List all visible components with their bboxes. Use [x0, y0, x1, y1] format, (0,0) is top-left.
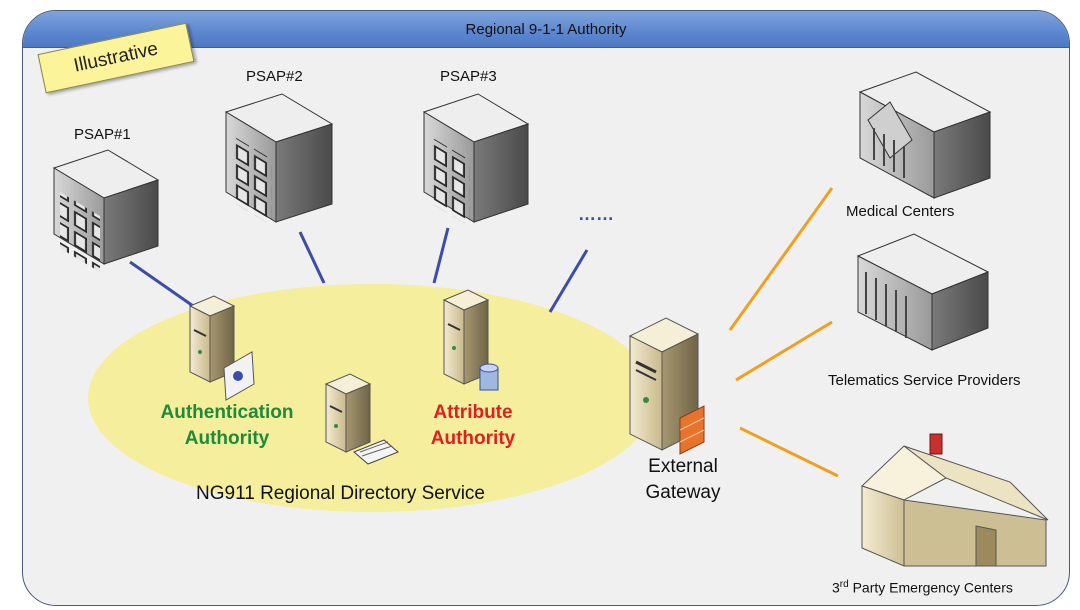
authentication-server-icon: [188, 295, 255, 401]
telematics-label: Telematics Service Providers: [828, 372, 1021, 389]
gateway-label: External Gateway: [628, 454, 738, 506]
medical-centers-label: Medical Centers: [846, 203, 955, 220]
telematics-link: [735, 320, 833, 382]
directory-ellipse: [88, 284, 656, 512]
psap3-label: PSAP#3: [440, 68, 497, 85]
third-party-link: [739, 426, 839, 478]
third-party-prefix: 3: [832, 579, 840, 596]
more-psaps-ellipsis: ……: [578, 204, 614, 224]
attribute-server-icon: [442, 289, 499, 391]
medical-center-icon: [858, 71, 992, 199]
more-psap-link: [548, 249, 589, 313]
psap1-label: PSAP#1: [74, 126, 131, 143]
third-party-sup: rd: [839, 579, 849, 590]
authentication-line1: Authentication: [160, 402, 294, 423]
directory-service-label: NG911 Regional Directory Service: [196, 483, 485, 504]
gateway-line1: External: [648, 456, 718, 477]
telematics-building-icon: [856, 233, 990, 351]
third-party-label: 3rd Party Emergency Centers: [832, 579, 1013, 596]
attribute-line1: Attribute: [433, 402, 513, 423]
directory-server-icon: [324, 373, 399, 465]
psap2-label: PSAP#2: [246, 68, 303, 85]
psap1-link: [129, 260, 197, 310]
psap3-building-icon: [422, 93, 530, 227]
psap1-building-icon: [52, 149, 160, 273]
gateway-line2: Gateway: [645, 482, 721, 503]
third-party-house-icon: [861, 433, 1049, 567]
psap2-link: [298, 231, 326, 284]
psap3-link: [432, 227, 450, 284]
frame-header: Regional 9-1-1 Authority: [23, 11, 1069, 48]
attribute-authority-label: Attribute Authority: [408, 400, 538, 452]
frame-title: Regional 9-1-1 Authority: [465, 21, 627, 38]
medical-link: [728, 187, 834, 331]
third-party-suffix: Party Emergency Centers: [848, 579, 1013, 596]
attribute-line2: Authority: [430, 428, 516, 449]
psap2-building-icon: [224, 93, 334, 226]
authentication-authority-label: Authentication Authority: [132, 400, 322, 452]
authentication-line2: Authority: [184, 428, 270, 449]
gateway-server-icon: [628, 317, 705, 455]
